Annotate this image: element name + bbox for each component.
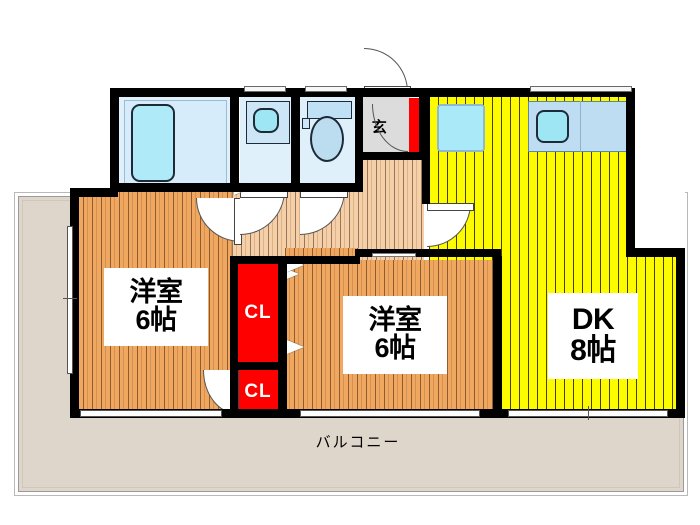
sliding-door-bedroom-west-south[interactable] (80, 410, 222, 417)
bedroom-center-size: 6帖 (374, 333, 416, 363)
bedroom-center-label: 洋室 6帖 (343, 296, 447, 374)
dk-label: DK 8帖 (548, 293, 638, 379)
balcony-label-text: バルコニー (315, 434, 401, 452)
sliding-door-bedroom-west-mid (63, 298, 77, 299)
sliding-door-bedroom-west[interactable] (67, 226, 73, 374)
wall-top-wet (110, 88, 422, 97)
bedroom-west-size: 6帖 (135, 305, 177, 335)
wall-dk-right-upper (626, 88, 635, 256)
dk-name: DK (571, 303, 615, 337)
toilet-lever-icon (302, 118, 310, 129)
window-hallway-strip (372, 253, 416, 257)
sliding-door-dk-mid (588, 406, 589, 420)
shoe-closet[interactable] (409, 98, 421, 154)
wall-toilet-genkan (355, 88, 363, 192)
closet-upper[interactable]: CL (236, 264, 280, 362)
window-kitchen (530, 86, 632, 92)
wall-dk-top (422, 88, 635, 97)
wall-hallway-bottom (230, 256, 360, 264)
wall-washroom-toilet (291, 88, 300, 192)
bedroom-west-label: 洋室 6帖 (104, 268, 208, 346)
wall-bedroom-west-top (70, 188, 118, 197)
counter-divider (580, 101, 581, 152)
kitchen-sink-icon (536, 110, 569, 143)
wall-dk-step (626, 248, 685, 257)
closet-lower-label: CL (244, 381, 272, 403)
wall-dk-right-lower (676, 248, 685, 415)
wall-genkan-bottom (355, 152, 429, 160)
window-toilet (305, 86, 347, 92)
closet-upper-label: CL (244, 302, 272, 324)
wall-bedroom-west-right (230, 260, 238, 414)
wall-dk-hall-sill (355, 249, 501, 257)
toilet-bowl-icon (310, 116, 344, 162)
wall-bath-bottom (110, 183, 235, 192)
bathtub-icon (131, 104, 175, 182)
window-washroom (244, 86, 286, 92)
bedroom-west-name: 洋室 (129, 277, 184, 308)
wall-wet-left (110, 88, 119, 188)
wall-closet-divider (236, 362, 280, 370)
bedroom-center-name: 洋室 (368, 305, 423, 336)
hallway (358, 156, 424, 264)
wall-bedroom-center-dk (493, 256, 502, 414)
sliding-door-bedroom-center-south[interactable] (300, 410, 480, 417)
wall-bedroom-west-left (70, 188, 79, 418)
wash-basin-icon (253, 108, 279, 133)
wall-closet-right (278, 260, 287, 414)
wall-bath-washroom (230, 88, 239, 192)
closet-lower[interactable]: CL (236, 370, 280, 414)
wall-wet-bottom (230, 183, 360, 192)
appliance-space-icon (437, 104, 485, 152)
bedroom-center-door-indicator (287, 340, 304, 354)
dk-size: 8帖 (570, 334, 616, 367)
wall-hallway-dk (422, 96, 430, 204)
dk-door-leaf[interactable] (427, 203, 474, 211)
